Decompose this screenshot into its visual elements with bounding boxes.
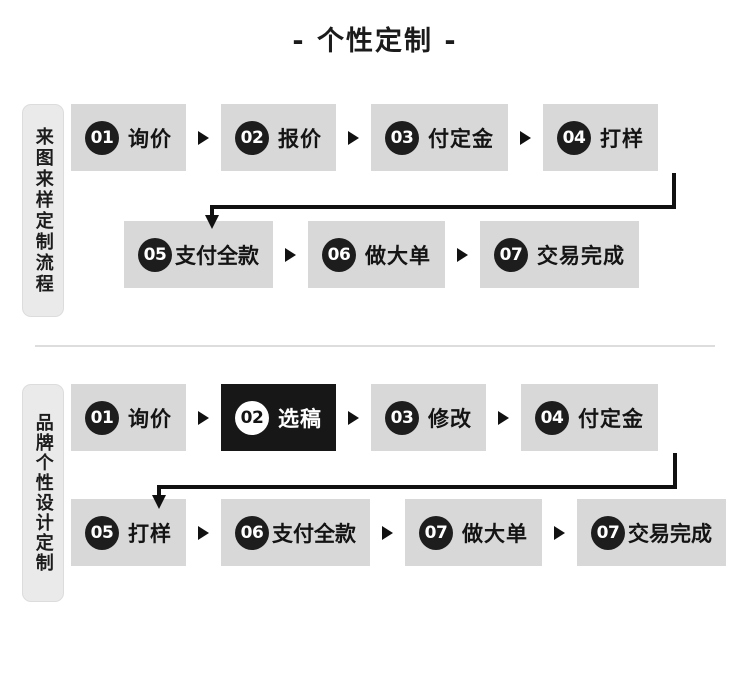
step-box[interactable]: 03 付定金 [371, 104, 508, 171]
step-number-badge: 02 [235, 400, 269, 435]
flow-2-side-label: 品牌个性设计定制 [22, 384, 64, 602]
step-number-badge: 03 [385, 400, 419, 435]
step-box[interactable]: 02 报价 [221, 104, 336, 171]
flow-1-side-label: 来图来样定制流程 [22, 104, 64, 317]
step-box[interactable]: 06 做大单 [308, 221, 445, 288]
arrow-right-icon [382, 525, 393, 540]
step-box[interactable]: 04 打样 [543, 104, 658, 171]
step-label: 打样 [600, 126, 644, 151]
step-label: 交易完成 [537, 243, 625, 268]
step-label: 交易完成 [628, 521, 712, 546]
step-label: 付定金 [578, 406, 644, 431]
flow-body: 品牌个性设计定制 01 询价 02 选稿 03 [22, 369, 750, 602]
step-box[interactable]: 07 做大单 [405, 499, 542, 566]
step-box[interactable]: 07 交易完成 [577, 499, 726, 566]
step-label: 支付全款 [175, 243, 259, 268]
arrow-right-icon [198, 410, 209, 425]
step-number-badge: 06 [322, 237, 356, 272]
step-label: 询价 [128, 126, 172, 151]
step-number-badge: 04 [535, 400, 569, 435]
flow-body: 来图来样定制流程 01 询价 02 报价 03 [22, 87, 750, 317]
step-box[interactable]: 05 打样 [71, 499, 186, 566]
step-number-badge: 04 [557, 120, 591, 155]
step-box[interactable]: 04 付定金 [521, 384, 658, 451]
arrow-right-icon [348, 130, 359, 145]
arrow-right-icon [285, 247, 296, 262]
step-label: 询价 [128, 406, 172, 431]
step-box[interactable]: 07 交易完成 [480, 221, 639, 288]
step-number-badge: 01 [85, 120, 119, 155]
step-number-badge: 05 [85, 515, 119, 550]
arrow-right-icon [348, 410, 359, 425]
step-label: 做大单 [365, 243, 431, 268]
step-number-badge: 01 [85, 400, 119, 435]
flow-1-side-label-text: 来图来样定制流程 [32, 126, 54, 295]
step-number-badge: 07 [494, 237, 528, 272]
section-divider [35, 345, 715, 347]
step-box[interactable]: 03 修改 [371, 384, 486, 451]
step-label: 报价 [278, 126, 322, 151]
page-title: - 个性定制 - [292, 26, 458, 57]
arrow-right-icon [498, 410, 509, 425]
flow-1-row-1: 01 询价 02 报价 03 付定金 [64, 104, 750, 171]
step-box[interactable]: 05 支付全款 [124, 221, 273, 288]
step-number-badge: 07 [591, 515, 625, 550]
step-label: 支付全款 [272, 521, 356, 546]
step-number-badge: 06 [235, 515, 269, 550]
flow-2-row-1: 01 询价 02 选稿 03 修改 [64, 384, 750, 451]
arrow-right-icon [198, 130, 209, 145]
flow-2-rows: 01 询价 02 选稿 03 修改 [64, 369, 750, 566]
step-number-badge: 05 [138, 237, 172, 272]
arrow-right-icon [457, 247, 468, 262]
step-label: 付定金 [428, 126, 494, 151]
step-number-badge: 02 [235, 120, 269, 155]
step-box[interactable]: 01 询价 [71, 384, 186, 451]
arrow-right-icon [198, 525, 209, 540]
step-number-badge: 07 [419, 515, 453, 550]
flow-2-row-2: 05 打样 06 支付全款 07 做大单 [64, 499, 750, 566]
step-label: 做大单 [462, 521, 528, 546]
step-label: 修改 [428, 406, 472, 431]
step-label: 打样 [128, 521, 172, 546]
step-label: 选稿 [278, 406, 322, 431]
arrow-right-icon [520, 130, 531, 145]
flow-1-rows: 01 询价 02 报价 03 付定金 [64, 87, 750, 288]
flow-section-2: 品牌个性设计定制 01 询价 02 选稿 03 [0, 369, 750, 602]
step-box[interactable]: 01 询价 [71, 104, 186, 171]
step-number-badge: 03 [385, 120, 419, 155]
step-box-active[interactable]: 02 选稿 [221, 384, 336, 451]
flow-2-side-label-text: 品牌个性设计定制 [32, 413, 54, 573]
arrow-right-icon [554, 525, 565, 540]
flow-1-row-2: 05 支付全款 06 做大单 07 交易完成 [64, 221, 750, 288]
step-box[interactable]: 06 支付全款 [221, 499, 370, 566]
flow-section-1: 来图来样定制流程 01 询价 02 报价 03 [0, 87, 750, 317]
